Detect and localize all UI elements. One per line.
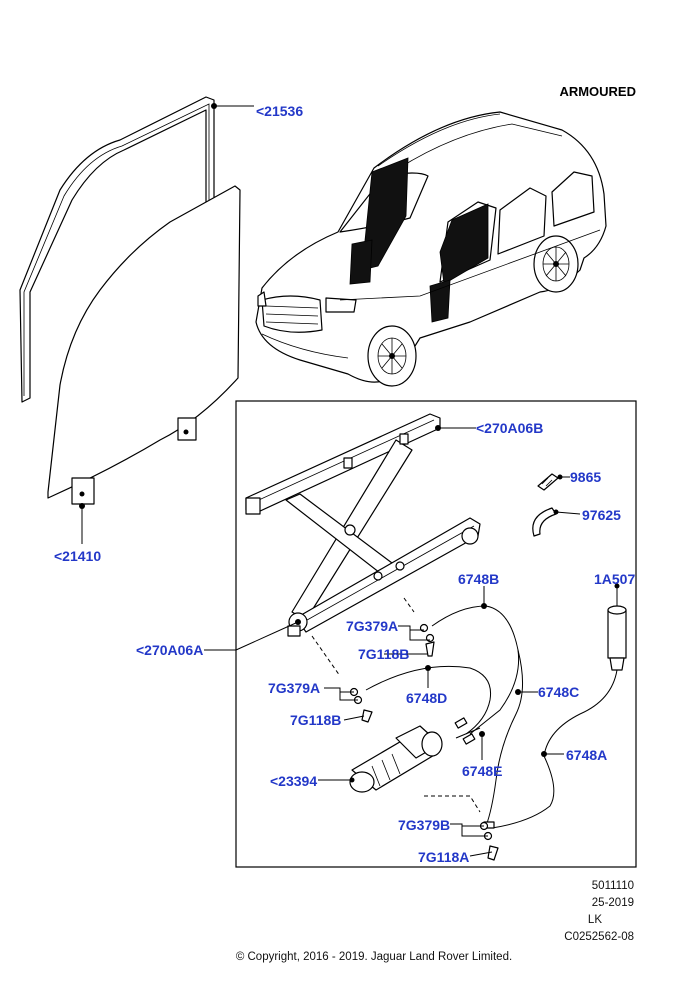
callout-270A06B[interactable]: <270A06B xyxy=(476,420,543,436)
motor-part xyxy=(349,725,443,793)
window-regulator xyxy=(245,413,481,637)
clip-part xyxy=(532,507,559,537)
callout-6748B[interactable]: 6748B xyxy=(458,571,499,587)
callout-7G379A-lower[interactable]: 7G379A xyxy=(268,680,320,696)
callout-6748D[interactable]: 6748D xyxy=(406,690,447,706)
drawing-date: 25-2019 xyxy=(592,897,634,909)
callout-21536[interactable]: <21536 xyxy=(256,103,303,119)
callout-97625[interactable]: 97625 xyxy=(582,507,621,523)
callout-7G118A[interactable]: 7G118A xyxy=(418,849,469,865)
callout-7G379A-upper[interactable]: 7G379A xyxy=(346,618,398,634)
copyright-notice: © Copyright, 2016 - 2019. Jaguar Land Ro… xyxy=(236,951,512,963)
callout-9865[interactable]: 9865 xyxy=(570,469,601,485)
callout-6748A[interactable]: 6748A xyxy=(566,747,607,763)
drawing-code: 5011110 xyxy=(592,880,634,892)
callout-270A06A[interactable]: <270A06A xyxy=(136,642,203,658)
callout-23394[interactable]: <23394 xyxy=(270,773,317,789)
callout-21410[interactable]: <21410 xyxy=(54,548,101,564)
armoured-label: ARMOURED xyxy=(559,84,636,99)
callout-1A507[interactable]: 1A507 xyxy=(594,571,635,587)
detail-frame xyxy=(235,400,637,868)
drawing-ref: C0252562-08 xyxy=(564,931,634,943)
glass-bracket-lower xyxy=(71,477,95,505)
door-glass xyxy=(47,185,241,505)
rear-door-armour xyxy=(439,203,489,285)
drawing-initials: LK xyxy=(588,914,602,926)
glass-bracket-upper xyxy=(177,417,197,441)
callout-7G118B-lower[interactable]: 7G118B xyxy=(290,712,341,728)
callout-6748C[interactable]: 6748C xyxy=(538,684,579,700)
callout-7G379B[interactable]: 7G379B xyxy=(398,817,450,833)
accumulator-part xyxy=(607,583,627,671)
spring-part xyxy=(537,473,563,491)
callout-7G118B-upper[interactable]: 7G118B xyxy=(358,646,409,662)
fasteners xyxy=(349,623,499,861)
cables xyxy=(365,605,618,829)
rear-wheel xyxy=(533,235,579,293)
front-wheel xyxy=(367,325,417,387)
callout-6748E[interactable]: 6748E xyxy=(462,763,502,779)
vehicle-illustration xyxy=(255,111,607,387)
leader-lines xyxy=(79,103,618,857)
